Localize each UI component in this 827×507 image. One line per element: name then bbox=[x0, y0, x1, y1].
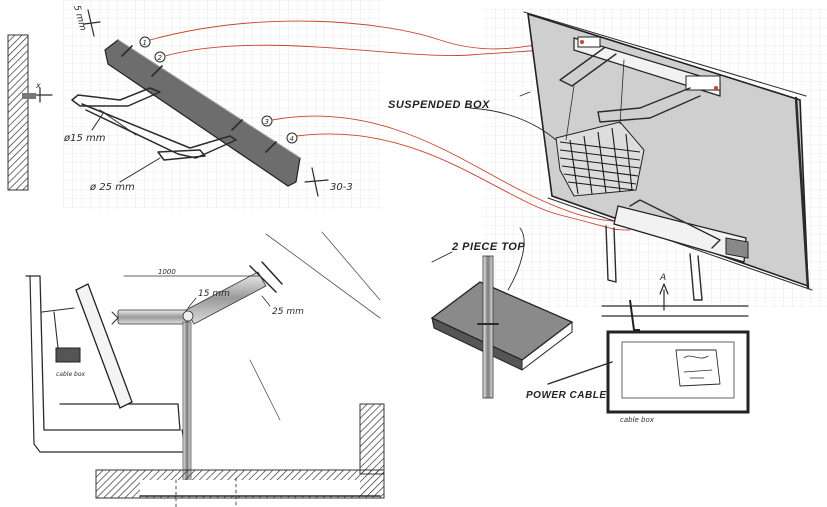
two-piece-top bbox=[430, 255, 574, 399]
grid-top-left bbox=[62, 0, 382, 210]
horizontal-pipe bbox=[117, 309, 189, 325]
cable-box-left-label: cable box bbox=[56, 371, 86, 378]
support-pole bbox=[482, 255, 494, 399]
callout-3: 3 bbox=[261, 115, 273, 127]
suspended-box-label: SUSPENDED BOX bbox=[388, 99, 490, 111]
svg-text:3: 3 bbox=[265, 118, 269, 126]
suspended-box bbox=[555, 59, 645, 197]
cable-box-left bbox=[55, 347, 81, 363]
side-section: cable box 1000 15 mm 25 mm bbox=[25, 231, 385, 507]
cable-box-right-label: cable box bbox=[620, 416, 655, 424]
svg-text:1: 1 bbox=[143, 39, 147, 47]
dim-15mm-label: 15 mm bbox=[198, 289, 230, 299]
callout-2: 2 bbox=[154, 51, 166, 63]
callout-1: 1 bbox=[139, 36, 151, 48]
callout-4: 4 bbox=[286, 132, 298, 144]
dim-30-label: 30-3 bbox=[330, 182, 353, 193]
svg-text:2: 2 bbox=[158, 54, 163, 62]
wall-section bbox=[7, 34, 29, 191]
dia-25-label: ø 25 mm bbox=[89, 182, 135, 193]
power-cable-label: POWER CABLE bbox=[526, 390, 607, 401]
cable-box-detail: A bbox=[547, 273, 750, 414]
arrow-letter: A bbox=[659, 273, 666, 283]
assembly-perspective: SUSPENDED BOX 2 PIECE TOP A bbox=[388, 11, 813, 424]
two-piece-top-label: 2 PIECE TOP bbox=[451, 241, 525, 253]
dim-25mm-label: 25 mm bbox=[272, 307, 304, 317]
dim-1000-label: 1000 bbox=[158, 268, 176, 276]
vertical-post bbox=[182, 321, 192, 493]
dia-15-label: ø15 mm bbox=[63, 133, 106, 144]
svg-text:4: 4 bbox=[290, 135, 294, 143]
svg-text:x: x bbox=[35, 81, 41, 90]
